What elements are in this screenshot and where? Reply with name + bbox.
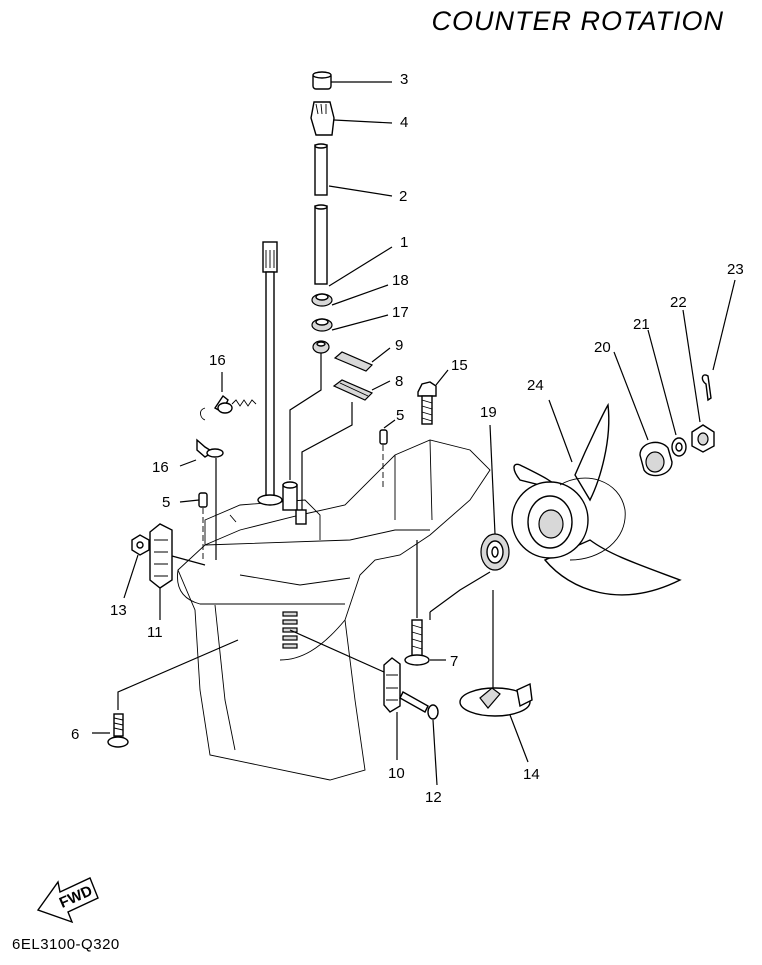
- callout-23: 23: [727, 261, 744, 278]
- part-15-bolt: [417, 369, 449, 425]
- callout-3: 3: [400, 71, 408, 88]
- callout-15: 15: [451, 357, 468, 374]
- callout-6: 6: [71, 726, 79, 743]
- callout-4: 4: [400, 114, 408, 131]
- part-19-thrust-washer: [429, 424, 510, 613]
- part-4-collar: [310, 101, 393, 136]
- callout-13: 13: [110, 602, 127, 619]
- callout-8: 8: [395, 373, 403, 390]
- part-11-anode: [149, 523, 206, 620]
- part-24-propeller: [511, 399, 682, 596]
- part-16-clip-upper: [200, 372, 257, 421]
- part-2-shift-rod: [314, 143, 393, 285]
- callout-10: 10: [388, 765, 405, 782]
- callout-17: 17: [392, 304, 409, 321]
- part-10-anode: [289, 629, 401, 760]
- lower-casing: [177, 439, 491, 781]
- drive-shaft: [257, 241, 283, 506]
- part-18-seal: [311, 293, 333, 307]
- shift-rod-bush: [312, 340, 330, 354]
- part-14-trim-tab: [459, 590, 533, 763]
- part-3-grommet: [312, 71, 392, 90]
- part-8-plate: [332, 379, 391, 401]
- callout-5-lower: 5: [162, 494, 170, 511]
- part-16-clip-lower: [179, 438, 224, 467]
- callout-21: 21: [633, 316, 650, 333]
- part-13-nut: [123, 534, 150, 599]
- part-5-pin-lower: [179, 492, 208, 560]
- part-6-bolt: [92, 639, 239, 748]
- callout-14: 14: [523, 766, 540, 783]
- callout-9: 9: [395, 337, 403, 354]
- part-17-oring: [311, 318, 333, 332]
- callout-24: 24: [527, 377, 544, 394]
- part-12-screw: [399, 691, 439, 786]
- callout-labels: 1 2 3 4 5 5 6 7 8 9 10 11 12 13 14 15 16…: [71, 71, 744, 806]
- callout-19: 19: [480, 404, 497, 421]
- part-5-pin-upper: [379, 419, 396, 490]
- callout-5-upper: 5: [396, 407, 404, 424]
- callout-1: 1: [400, 234, 408, 251]
- callout-16-lower: 16: [152, 459, 169, 476]
- part-22-nut: [682, 309, 715, 453]
- callout-16-upper: 16: [209, 352, 226, 369]
- callout-12: 12: [425, 789, 442, 806]
- part-9-plate: [333, 347, 391, 372]
- callout-20: 20: [594, 339, 611, 356]
- callout-22: 22: [670, 294, 687, 311]
- callout-11: 11: [147, 624, 163, 641]
- fwd-arrow-icon: FWD: [36, 877, 99, 924]
- callout-7: 7: [450, 653, 458, 670]
- shift-rod-stub: [282, 481, 307, 525]
- callout-18: 18: [392, 272, 409, 289]
- part-7-bolt: [404, 540, 446, 666]
- callout-2: 2: [399, 188, 407, 205]
- part-23-cotter-pin: [701, 279, 736, 402]
- water-intake-grille: [282, 611, 298, 649]
- part-21-washer: [647, 329, 687, 457]
- part-20-spacer: [613, 351, 673, 477]
- page-title: COUNTER ROTATION: [431, 6, 724, 36]
- diagram-code: 6EL3100-Q320: [12, 936, 120, 953]
